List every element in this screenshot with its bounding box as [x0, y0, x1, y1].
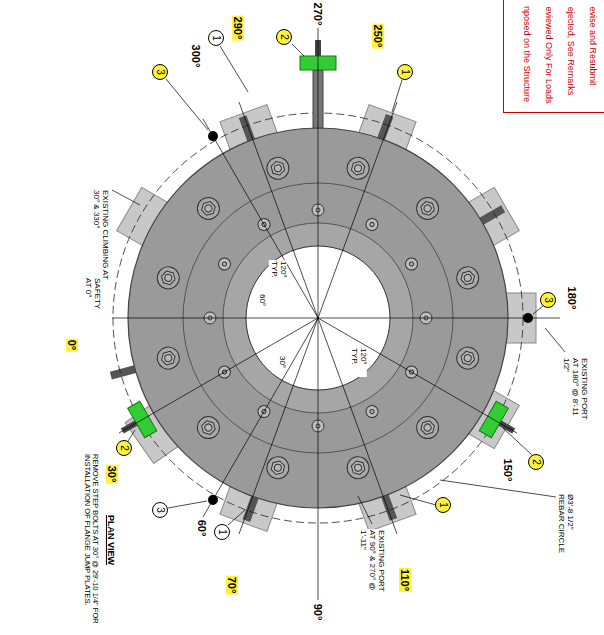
angle-label: 270° [312, 2, 324, 27]
angle-label: 290° [232, 16, 244, 41]
callout-number: 2 [276, 29, 292, 45]
callout-text: 3 [543, 296, 554, 304]
callout-text: 3 [155, 506, 166, 514]
callout-text: 1 [400, 68, 411, 76]
angle-label: 90° [312, 603, 324, 622]
drawing-note: EXISTING PORT AT 90° & 270° @ 1'-11" [359, 529, 385, 595]
callout-text: 2 [279, 33, 290, 41]
callout-number: 1 [208, 30, 224, 46]
dimension-label: 60° [258, 293, 267, 307]
callout-text: 2 [119, 444, 130, 452]
drawing-note: REMOVE STEP BOLTS AT 30° @ 29'-10 1/4" F… [83, 453, 100, 627]
angle-label: 180° [566, 286, 578, 311]
drawing-note: 120° TYP. [269, 260, 287, 290]
drawing-note: Ø3'-8 1/2" REBAR CIRCLE [556, 493, 574, 557]
callout-text: 1 [438, 501, 449, 509]
callout-text: 2 [531, 458, 542, 466]
angle-label: 0° [66, 339, 78, 352]
review-stamp: evise and Resubmit ejected, See Remarks ev… [503, 0, 604, 113]
stamp-text: evise and Resubmit [587, 5, 597, 86]
stamp-text: ejected, See Remarks [565, 5, 575, 96]
callout-number: 3 [152, 502, 168, 518]
callout-text: 1 [217, 528, 228, 536]
callout-number: 1 [397, 64, 413, 80]
stamp-text: eviewed Only For Loads [543, 5, 553, 104]
callout-text: 1 [211, 34, 222, 42]
callout-number: 3 [152, 64, 168, 80]
angle-label: 300° [190, 44, 202, 69]
dimension-label: PLAN VIEW [105, 514, 115, 566]
dimension-label: 30° [278, 355, 287, 369]
angle-label: 70° [226, 576, 238, 595]
angle-label: 250° [372, 24, 384, 49]
callout-text: 3 [155, 68, 166, 76]
drawing-note: EXISTING PORT AT 180° @ 8'-11 1/2" [562, 357, 588, 423]
drawing-note: EXISTING CLIMBING AT 30° & 330° [91, 189, 109, 281]
angle-label: 60° [196, 519, 208, 538]
callout-number: 2 [528, 454, 544, 470]
drawing-note: 120° TYP. [349, 347, 367, 377]
angle-label: 150° [502, 458, 514, 483]
angle-label: 30° [106, 465, 118, 484]
stamp-text: nposed on the Structure [521, 5, 531, 103]
drawing-note: SAFETY AT 0° [83, 277, 101, 315]
callout-number: 1 [214, 524, 230, 540]
callout-number: 1 [435, 497, 451, 513]
callout-number: 2 [116, 440, 132, 456]
angle-label: 110° [399, 568, 411, 592]
callout-number: 3 [540, 292, 556, 308]
